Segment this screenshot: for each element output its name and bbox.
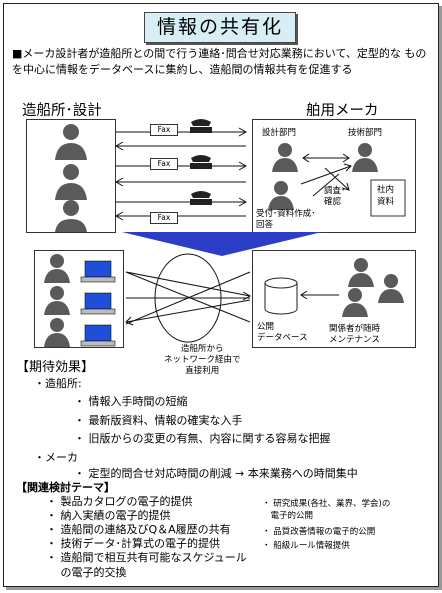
shipyard-pc-icons [44,254,116,347]
internal-docs-label: 社内 資料 [377,185,395,207]
fax-label-2: Fax [150,158,178,170]
db-label: 公開 データベース [257,322,308,343]
theme-item: ・ 技術データ･計算式の電子的提供 [46,537,220,550]
themes-heading: 【関連検討テーマ】 [16,481,115,494]
transition-arrow [122,232,322,256]
fax-label-1: Fax [150,124,178,136]
phone-icons [190,119,212,205]
network-label: 造船所から ネットワーク経由で 直接利用 [164,344,241,376]
shipyard-box [26,119,116,233]
theme-item: ・ 造船間の連絡及びQ＆A履歴の共有 [46,523,231,536]
maker-box [252,119,416,233]
tech-dept-label: 技術部門 [348,128,383,138]
effect-item: ・ 最新版資料、情報の確実な入手 [74,414,243,427]
shipyard-label: 造船所･設計 [22,103,102,119]
network-cloud [125,253,252,343]
page-title: 情報の共有化 [144,12,296,43]
maker-label: 舶用メーカ [306,103,379,119]
theme-item: ・ 品質改善情報の電子的公開 [262,527,376,537]
slide: 情報の共有化 ■メーカ設計者が造船所との間で行う連絡･問合せ対応業務において、定… [3,3,439,587]
maker-effects-heading: ・メーカ [34,451,78,464]
receive-label: 受付･資料作成･ 回答 [256,209,316,230]
shipyard-pc-box [34,250,124,348]
effect-item: ・ 情報入手時間の短縮 [74,395,188,408]
database-box [252,250,416,348]
design-dept-label: 設計部門 [262,128,297,138]
intro-text: ■メーカ設計者が造船所との間で行う連絡･問合せ対応業務において、定型的な ものを… [12,47,427,76]
stakeholders-label: 関係者が随時 メンテナンス [329,324,381,345]
theme-item: ・ 造船間で相互共有可能なスケジュール の電子的交換 [46,551,247,579]
theme-item: ・ 研究成果(各社、業界、学会)の 電子的公開 [262,499,391,521]
theme-item: ・ 船級ルール情報提供 [262,541,350,551]
theme-item: ・ 納入実績の電子的提供 [46,509,171,522]
shipyard-effects-heading: ・造船所: [34,377,82,390]
expected-heading: 【期待効果】 [16,360,95,375]
fax-label-3: Fax [150,212,178,224]
database-icons [264,258,404,317]
theme-item: ・ 製品カタログの電子的提供 [46,495,193,508]
effect-item: ・ 旧版からの変更の有無、内容に関する容易な把握 [74,432,331,445]
inquiry-label: 調査･ 確認 [324,186,346,207]
maker-people-icons [268,143,406,217]
fax-arrows [114,119,248,221]
shipyard-people-icons [55,124,87,232]
effect-item: ・ 定型的問合せ対応時間の削減 → 本来業務への時間集中 [74,467,358,480]
